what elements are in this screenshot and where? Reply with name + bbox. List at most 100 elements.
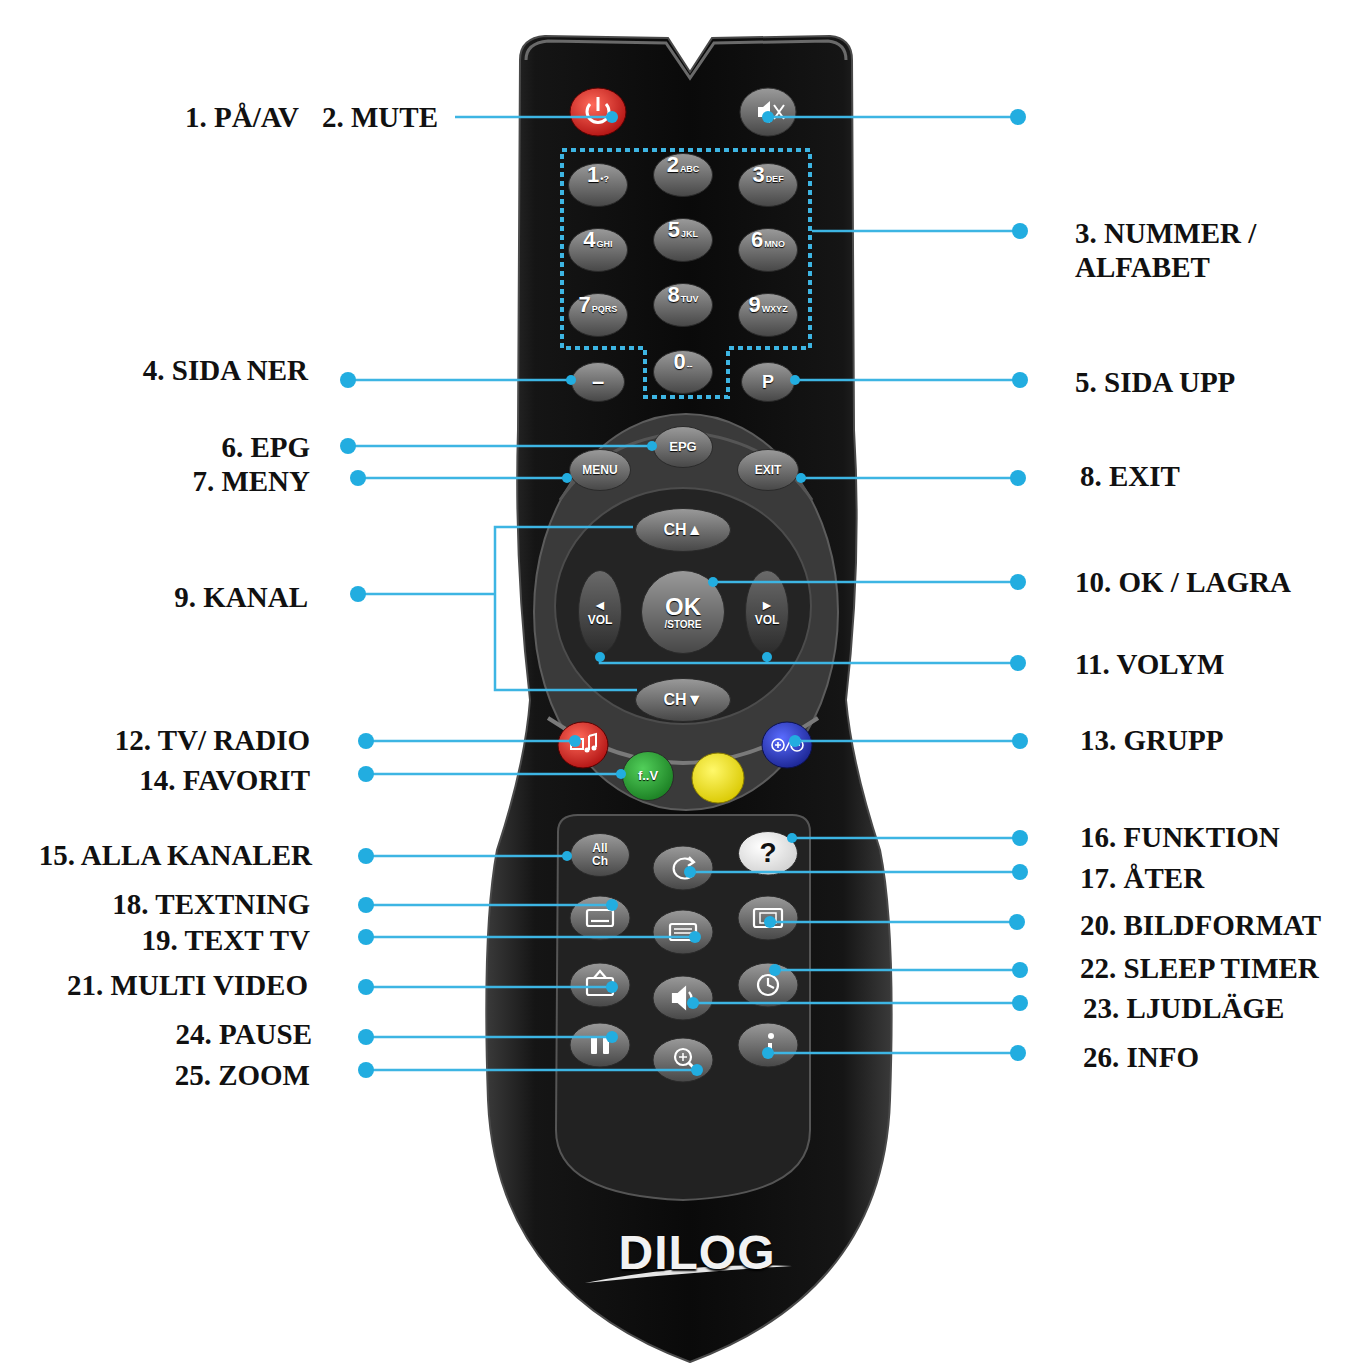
button-outline — [570, 450, 631, 491]
callout-box: 9. KANAL — [174, 580, 308, 614]
button-outline — [636, 509, 731, 552]
remote-button: 2ABC — [653, 153, 713, 197]
button-label: WXYZ — [762, 305, 788, 314]
callout-label: 13. GRUPP — [1080, 723, 1223, 757]
button-label: 1 — [587, 163, 599, 186]
callout-box: 19. TEXT TV — [142, 923, 310, 957]
button-outline — [746, 571, 789, 654]
remote-button: ►VOL — [745, 570, 789, 654]
button-label: 4 — [583, 228, 595, 251]
callout-label: 4. SIDA NER — [143, 353, 308, 387]
button-label: CH▲ — [664, 522, 703, 539]
button-outline — [739, 229, 798, 272]
navigation-ring — [555, 488, 811, 724]
button-shape — [653, 218, 713, 262]
button-label: •? — [600, 175, 609, 184]
callout-box: 3. NUMMER / ALFABET — [1075, 216, 1275, 284]
button-outline — [654, 284, 713, 327]
button-outline — [654, 351, 713, 394]
button-label: ► — [760, 598, 774, 613]
remote-button: All Ch — [570, 833, 630, 877]
button-label: All Ch — [586, 842, 614, 867]
button-label: VOL — [588, 614, 613, 627]
remote-button: 6MNO — [738, 228, 798, 272]
button-label: VOL — [755, 614, 780, 627]
callout-box: 7. MENY — [192, 464, 310, 498]
button-outline — [738, 450, 799, 491]
remote-button: 9WXYZ — [738, 293, 798, 337]
button-label: DEF — [766, 175, 784, 184]
callout-label: 23. LJUDLÄGE — [1083, 991, 1284, 1025]
button-label: EPG — [669, 440, 696, 454]
remote-button: ◄VOL — [578, 570, 622, 654]
button-shape — [738, 293, 798, 337]
button-outline — [623, 752, 674, 801]
button-label: /STORE — [664, 620, 701, 631]
callout-box: 14. FAVORIT — [139, 763, 310, 797]
button-outline — [571, 834, 630, 877]
callout-label: 19. TEXT TV — [142, 923, 310, 957]
lower-panel — [556, 815, 810, 1200]
callout-label: 9. KANAL — [174, 580, 308, 614]
mute-button — [740, 88, 796, 136]
button-outline — [739, 294, 798, 337]
callout-box: 22. SLEEP TIMER — [1080, 951, 1319, 985]
callout-label: 7. MENY — [192, 464, 310, 498]
callout-box: 24. PAUSE — [176, 1017, 312, 1051]
button-label: 5 — [668, 218, 680, 241]
callout-label: 25. ZOOM — [175, 1058, 310, 1092]
callout-label: 11. VOLYM — [1075, 647, 1224, 681]
group-button — [762, 722, 812, 768]
button-outline — [579, 571, 622, 654]
tv-radio-button — [558, 722, 608, 768]
button-outline — [572, 363, 625, 402]
button-outline — [569, 294, 628, 337]
callout-label: 5. SIDA UPP — [1075, 365, 1235, 399]
button-shape — [568, 228, 628, 272]
button-label: GHI — [597, 240, 613, 249]
remote-button: EPG — [653, 426, 713, 468]
button-label: 2 — [667, 153, 679, 176]
remote-button: – — [571, 362, 625, 402]
button-outline — [636, 679, 731, 722]
button-label: P — [762, 373, 774, 392]
remote-housing: DILOG1•?2ABC3DEF4GHI5JKL6MNO7PQRS8TUV9WX… — [480, 30, 900, 1365]
callout-box: 10. OK / LAGRA — [1075, 565, 1291, 599]
callout-label: 10. OK / LAGRA — [1075, 565, 1291, 599]
button-shape — [568, 293, 628, 337]
button-label: 3 — [752, 163, 764, 186]
button-label: 9 — [748, 293, 760, 316]
button-label: JKL — [681, 230, 698, 239]
callout-label: 22. SLEEP TIMER — [1080, 951, 1319, 985]
button-outline — [742, 363, 795, 402]
button-label: TUV — [681, 295, 699, 304]
remote-button: 5JKL — [653, 218, 713, 262]
remote-button: MENU — [569, 449, 631, 491]
button-shape — [653, 283, 713, 327]
function-icon-fills — [591, 1033, 774, 1054]
callout-label: 8. EXIT — [1080, 459, 1180, 493]
callout-box: 20. BILDFORMAT — [1080, 908, 1321, 942]
button-label: 0 — [673, 350, 685, 373]
button-label: -- — [687, 362, 693, 371]
callout-label: 16. FUNKTION — [1080, 820, 1280, 854]
remote-button: 7PQRS — [568, 293, 628, 337]
remote-button: OK/STORE — [641, 570, 725, 654]
callout-box: 12. TV/ RADIO — [115, 723, 310, 757]
remote-button: ? — [738, 831, 798, 876]
button-outline — [654, 427, 713, 468]
remote-button: 8TUV — [653, 283, 713, 327]
callout-label: 18. TEXTNING — [112, 887, 310, 921]
remote-button: 1•? — [568, 163, 628, 207]
callout-box: 15. ALLA KANALER — [39, 838, 312, 872]
button-label: 7 — [579, 293, 591, 316]
remote-button: 0-- — [653, 350, 713, 394]
callout-box: 23. LJUDLÄGE — [1083, 991, 1284, 1025]
button-outline — [569, 229, 628, 272]
control-oval — [534, 414, 838, 810]
callout-label: 14. FAVORIT — [139, 763, 310, 797]
callout-box: 6. EPG — [221, 430, 310, 464]
callout-box: 4. SIDA NER — [143, 353, 308, 387]
remote-button: 3DEF — [738, 163, 798, 207]
button-label: 6 — [751, 228, 763, 251]
